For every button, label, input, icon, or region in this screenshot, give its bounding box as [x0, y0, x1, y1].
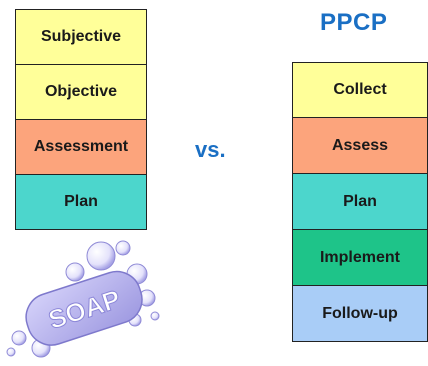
- ppcp-stack: Collect Assess Plan Implement Follow-up: [292, 62, 428, 342]
- ppcp-title: PPCP: [320, 9, 388, 36]
- vs-label: vs.: [195, 137, 226, 162]
- ppcp-box-follow-up: Follow-up: [292, 286, 428, 342]
- soap-box-objective: Objective: [15, 65, 147, 120]
- soap-bar-logo: SOAP: [6, 240, 160, 358]
- soap-stack: Subjective Objective Assessment Plan: [15, 9, 147, 230]
- ppcp-box-plan: Plan: [292, 174, 428, 230]
- soap-box-assessment: Assessment: [15, 120, 147, 175]
- ppcp-box-implement: Implement: [292, 230, 428, 286]
- soap-bar: SOAP: [25, 270, 143, 346]
- ppcp-box-assess: Assess: [292, 118, 428, 174]
- soap-box-subjective: Subjective: [15, 9, 147, 65]
- ppcp-box-collect: Collect: [292, 62, 428, 118]
- soap-box-plan: Plan: [15, 175, 147, 230]
